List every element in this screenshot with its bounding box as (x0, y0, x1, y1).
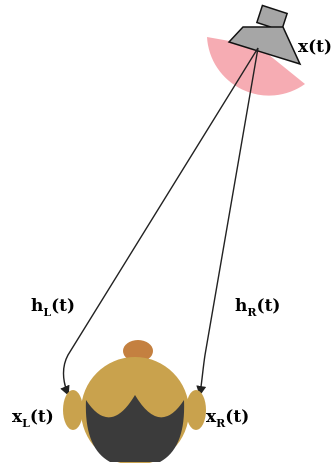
radiation-lobe (207, 37, 305, 96)
hair (85, 395, 185, 462)
right-response-label: hR(t) (235, 296, 280, 319)
right-ear-label: xR(t) (206, 407, 249, 430)
listener-head-icon (63, 340, 206, 463)
left-ear (63, 390, 83, 430)
left-path-arrow (60, 47, 259, 396)
left-response-label: hL(t) (31, 296, 75, 319)
right-ear (186, 390, 206, 430)
source-label: x(t) (298, 37, 332, 57)
left-ear-label: xL(t) (12, 407, 54, 430)
nose (123, 340, 153, 362)
right-path-arrow (196, 47, 259, 396)
loudspeaker-icon (227, 4, 302, 66)
